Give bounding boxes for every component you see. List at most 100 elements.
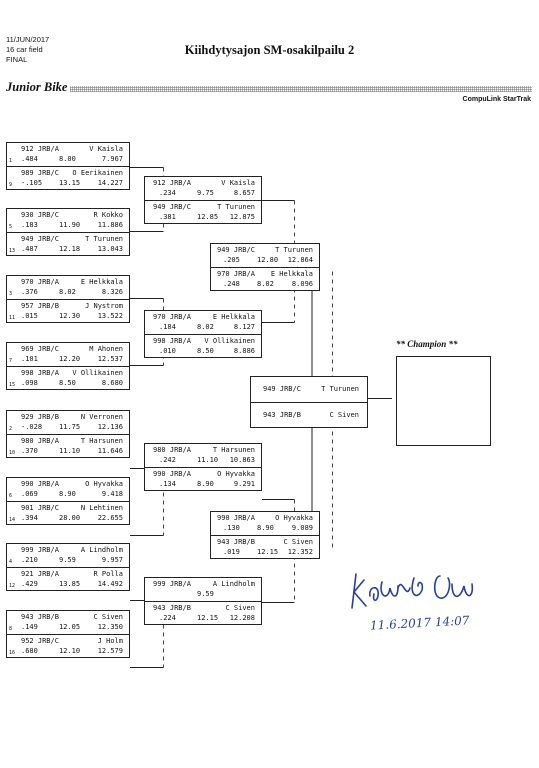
racer-seed: 2 <box>9 426 13 432</box>
final-match: 949 JRB/C T Turunen 943 JRB/B C Siven <box>250 376 368 428</box>
race-date: 11/JUN/2017 <box>6 35 50 44</box>
racer-bib: 999 JRB/A <box>21 546 59 554</box>
racer-bib: 929 JRB/B <box>21 413 59 421</box>
speed: 13.522 <box>97 312 123 320</box>
speed: 11.886 <box>97 221 123 229</box>
speed: 8.886 <box>233 347 255 355</box>
racer-name: J Holm <box>97 637 123 645</box>
speed: 12.537 <box>97 355 123 363</box>
reaction-time: .205 <box>223 256 240 264</box>
elapsed-time: 12.85 <box>197 213 219 221</box>
elapsed-time: 12.10 <box>59 647 81 655</box>
reaction-time: .130 <box>223 524 240 532</box>
racer-bib: 970 JRB/A <box>21 278 59 286</box>
racer-bib: 957 JRB/B <box>21 302 59 310</box>
racer-bib: 980 JRB/A <box>21 437 59 445</box>
reaction-time: -.028 <box>21 423 43 431</box>
event-title: Kiihdytysajon SM-osakilpailu 2 <box>184 43 355 57</box>
racer-bib: 943 JRB/B <box>217 538 255 546</box>
racer-seed: 11 <box>9 315 16 321</box>
elapsed-time: 8.90 <box>59 490 76 498</box>
reaction-time: .184 <box>159 323 176 331</box>
racer-seed: 16 <box>9 650 16 656</box>
racer-seed: 8 <box>9 626 13 632</box>
racer-name: T Turunen <box>85 235 123 243</box>
elapsed-time: 9.59 <box>197 590 214 598</box>
reaction-time: .149 <box>21 623 38 631</box>
elapsed-time: 9.59 <box>59 556 76 564</box>
round-label: FINAL <box>6 55 28 64</box>
racer-seed: 12 <box>9 583 16 589</box>
racer-bib: 943 JRB/B <box>153 604 191 612</box>
racer-bib: 998 JRB/A <box>21 369 59 377</box>
speed: 12.208 <box>229 614 255 622</box>
reaction-time: -.105 <box>21 179 43 187</box>
elapsed-time: 8.02 <box>257 280 274 288</box>
racer-bib: 980 JRB/A <box>153 446 191 454</box>
racer-bib: 949 JRB/C <box>217 246 255 254</box>
racer-seed: 14 <box>9 517 16 523</box>
reaction-time: .019 <box>223 548 240 556</box>
elapsed-time: 9.75 <box>197 189 214 197</box>
racer-bib: 969 JRB/C <box>21 345 59 353</box>
elapsed-time: 11.10 <box>59 447 81 455</box>
elapsed-time: 8.90 <box>257 524 274 532</box>
racer-name: A Lindholm <box>212 580 255 588</box>
speed: 10.863 <box>229 456 255 464</box>
racer-name: O Hyvakka <box>85 480 123 488</box>
racer-name: O Eerikainen <box>72 169 123 177</box>
speed: 12.875 <box>229 213 255 221</box>
racer-name: T Turunen <box>321 385 359 393</box>
racer-name: E Helkkala <box>270 270 313 278</box>
dotted-rule <box>70 86 532 92</box>
speed: 14.227 <box>97 179 123 187</box>
racer-name: E Helkkala <box>80 278 123 286</box>
reaction-time: .234 <box>159 189 176 197</box>
reaction-time: .069 <box>21 490 38 498</box>
reaction-time: .376 <box>21 288 38 296</box>
racer-name: C Siven <box>283 538 313 546</box>
racer-seed: 13 <box>9 248 16 254</box>
field-size: 16 car field <box>6 45 43 54</box>
racer-bib: 990 JRB/A <box>21 480 59 488</box>
speed: 8.680 <box>101 379 123 387</box>
racer-bib: 970 JRB/A <box>217 270 255 278</box>
racer-name: N Lehtinen <box>80 504 123 512</box>
racer-bib: 921 JRB/A <box>21 570 59 578</box>
reaction-time: .183 <box>21 221 38 229</box>
racer-name: T Turunen <box>217 203 255 211</box>
racer-name: R Polla <box>93 570 123 578</box>
reaction-time: .429 <box>21 580 38 588</box>
speed: 12.864 <box>287 256 313 264</box>
speed: 12.136 <box>97 423 123 431</box>
reaction-time: .394 <box>21 514 38 522</box>
racer-bib: 912 JRB/A <box>153 179 191 187</box>
finalist-entry: 943 JRB/B C Siven <box>251 402 367 427</box>
racer-name: V Ollikainen <box>72 369 123 377</box>
elapsed-time: 8.90 <box>197 480 214 488</box>
